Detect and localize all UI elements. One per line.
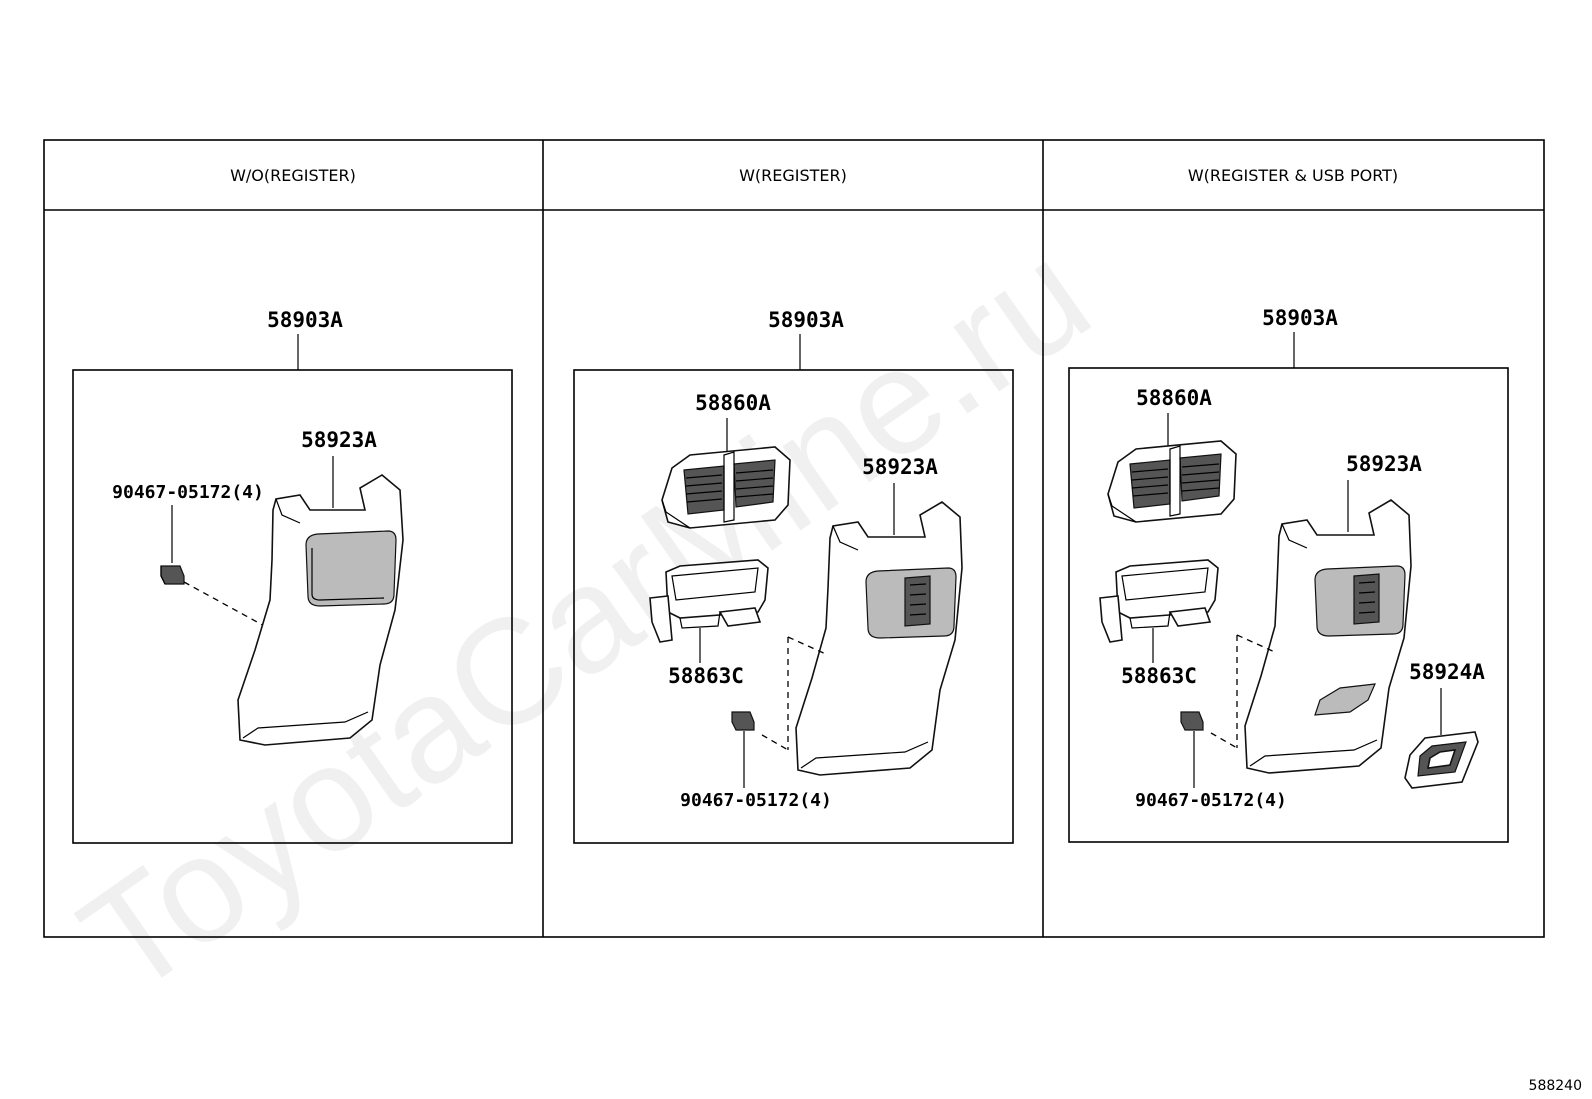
part-label-register: 58860A — [695, 391, 771, 415]
column-header-wo-register: W/O(REGISTER) — [230, 166, 356, 185]
part-label-duct: 58863C — [1121, 664, 1197, 688]
console-panel-icon — [795, 501, 963, 776]
clip-icon — [1180, 711, 1204, 731]
clip-icon — [731, 711, 755, 731]
duct-icon — [649, 559, 769, 643]
duct-icon — [1099, 559, 1219, 643]
register-vent-icon — [661, 446, 791, 529]
column-w-register-usb: 58903A 58860A 58863C 58923A — [1068, 306, 1509, 843]
table-grid — [43, 139, 1545, 938]
part-label-register: 58860A — [1136, 386, 1212, 410]
assembly-label: 58903A — [1262, 306, 1338, 330]
watermark: ToyotaCarMine.ru — [52, 210, 1118, 1027]
column-w-register: 58903A 58860A 58863C 58923A — [573, 308, 1014, 844]
figure-number: 588240 — [1529, 1078, 1582, 1094]
part-label-clip: 90467-05172(4) — [680, 790, 832, 811]
clip-icon — [160, 565, 185, 585]
column-wo-register: 58903A 58923A 90467-05172(4) — [72, 308, 513, 844]
console-panel-icon — [1244, 499, 1412, 774]
part-label-panel: 58923A — [301, 428, 377, 452]
assembly-label: 58903A — [768, 308, 844, 332]
console-panel-icon — [237, 474, 404, 746]
register-vent-icon — [1107, 440, 1237, 523]
assembly-box — [72, 369, 513, 844]
column-header-w-register: W(REGISTER) — [739, 166, 847, 185]
part-label-panel: 58923A — [1346, 452, 1422, 476]
usb-port-icon — [1404, 731, 1479, 789]
assembly-box — [573, 369, 1014, 844]
assembly-label: 58903A — [267, 308, 343, 332]
assembly-box — [1068, 367, 1509, 843]
part-label-clip: 90467-05172(4) — [112, 482, 264, 503]
part-label-usb-port: 58924A — [1409, 660, 1485, 684]
part-label-panel: 58923A — [862, 455, 938, 479]
part-label-duct: 58863C — [668, 664, 744, 688]
column-header-w-register-usb: W(REGISTER & USB PORT) — [1188, 166, 1398, 185]
part-label-clip: 90467-05172(4) — [1135, 790, 1287, 811]
